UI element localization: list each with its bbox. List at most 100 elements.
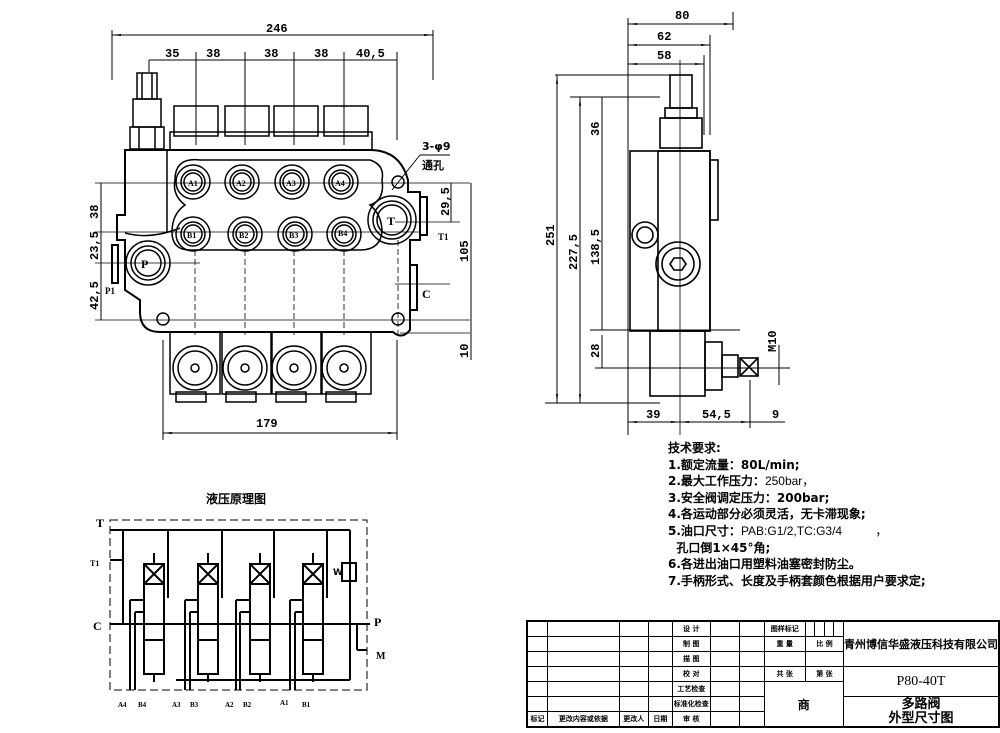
note-item: 7.手柄形式、长度及手柄套颜色根据用户要求定; xyxy=(668,573,926,590)
model-number: P80-40T xyxy=(842,666,1000,697)
note-item: 6.各进出油口用塑料油塞密封防尘。 xyxy=(668,556,926,573)
hydraulic-schematic: W T xyxy=(90,516,386,709)
port-label-p: P xyxy=(141,257,148,271)
dim-23-5-left: 23,5 xyxy=(88,231,102,260)
note-item: 2.最大工作压力：250bar， xyxy=(668,473,926,490)
port-label-a1: A1 xyxy=(188,179,198,188)
note-extra: PAB:G1/2,TC:G3/4 ， xyxy=(740,523,888,538)
port-label-p1: P1 xyxy=(105,286,115,296)
note-extra: 250bar， xyxy=(764,474,815,489)
dim-105-right: 105 xyxy=(458,240,472,262)
schematic-port-b3: B3 xyxy=(190,701,199,709)
dim-40-5: 40,5 xyxy=(356,47,385,61)
spring-label-w: W xyxy=(333,568,343,578)
merchant-label: 商 xyxy=(763,681,844,728)
schematic-label-c: C xyxy=(93,619,102,633)
dim-54-5: 54,5 xyxy=(702,408,731,422)
note-item: 孔口倒1×45°角; xyxy=(668,540,926,557)
dim-9: 9 xyxy=(772,408,779,422)
role-process-check: 工艺检查 xyxy=(672,681,711,697)
technical-requirements: 技术要求: 1.额定流量：80L/min; 2.最大工作压力：250bar， 3… xyxy=(668,440,926,589)
hole-note-spec: 3-φ9 xyxy=(422,140,450,153)
note-text: 各进出油口用塑料油塞密封防尘。 xyxy=(680,557,861,572)
schematic-label-m: M xyxy=(376,651,386,662)
schematic-title: 液压原理图 xyxy=(206,492,267,506)
front-view: 246 35 38 38 38 40,5 xyxy=(88,22,472,440)
note-num: 2. xyxy=(668,474,681,489)
dim-80: 80 xyxy=(675,9,689,23)
dim-58: 58 xyxy=(657,49,671,63)
note-item: 4.各运动部分必须灵活，无卡滞现象; xyxy=(668,506,926,523)
note-item: 1.额定流量：80L/min; xyxy=(668,457,926,474)
dim-246: 246 xyxy=(266,22,288,36)
mounting-hole xyxy=(156,312,170,326)
note-text: 油口尺寸： xyxy=(680,523,741,538)
dim-10-right: 10 xyxy=(458,344,472,358)
dim-42-5-left: 42,5 xyxy=(88,281,102,310)
note-num: 4. xyxy=(668,507,681,522)
port-label-a3: A3 xyxy=(286,179,296,188)
valve-body xyxy=(116,149,421,337)
drawing-title-line2: 外型尺寸图 xyxy=(888,710,954,726)
schematic-port-b2: B2 xyxy=(243,701,252,709)
role-drafting: 制 图 xyxy=(672,636,711,652)
footer-date: 日期 xyxy=(647,711,674,728)
dim-39: 39 xyxy=(646,408,660,422)
footer-mark: 标记 xyxy=(526,711,549,728)
role-design: 设 计 xyxy=(672,620,711,637)
note-text: 额定流量：80L/min; xyxy=(680,457,800,472)
note-item: 5.油口尺寸：PAB:G1/2,TC:G3/4 ， xyxy=(668,523,926,540)
schematic-label-p: P xyxy=(374,615,381,629)
note-text: 手柄形式、长度及手柄套颜色根据用户要求定; xyxy=(680,573,926,588)
relief-valve xyxy=(129,72,165,150)
thread-m10: M10 xyxy=(766,330,780,352)
drawing-mark-label: 图样标记 xyxy=(763,620,806,637)
dim-29-5-right: 29,5 xyxy=(439,187,453,216)
dim-38a: 38 xyxy=(206,47,220,61)
dim-35: 35 xyxy=(165,47,179,61)
drawing-title: 多路阀外型尺寸图 xyxy=(842,696,1000,728)
dim-38c: 38 xyxy=(314,47,328,61)
footer-change: 更改内容或依据 xyxy=(547,711,620,728)
port-label-b1: B1 xyxy=(187,231,196,240)
schematic-label-t: T xyxy=(96,516,104,530)
note-item: 3.安全阀调定压力：200bar; xyxy=(668,490,926,507)
port-label-c: C xyxy=(422,287,431,301)
port-label-b2: B2 xyxy=(239,231,248,240)
company-name: 青州博信华盛液压科技有限公司 xyxy=(842,620,1000,667)
note-num: 6. xyxy=(668,557,681,572)
port-label-b3: B3 xyxy=(289,231,298,240)
schematic-port-b4: B4 xyxy=(138,701,147,709)
dim-62: 62 xyxy=(657,30,671,44)
title-block: 设 计 图样标记 青州博信华盛液压科技有限公司 制 图 重 量 比 例 描 图 … xyxy=(526,620,1000,733)
port-label-t1: T1 xyxy=(438,232,449,242)
schematic-port-a1: A1 xyxy=(280,699,289,707)
weight-label: 重 量 xyxy=(763,636,806,652)
note-text: 安全阀调定压力：200bar; xyxy=(680,490,830,505)
sheet-no-label: 第 张 xyxy=(804,666,844,682)
port-b-row xyxy=(175,216,362,252)
mounting-hole xyxy=(391,175,405,189)
drawing-title-line1: 多路阀 xyxy=(901,696,941,712)
role-approve: 审 核 xyxy=(672,711,711,728)
dim-38b: 38 xyxy=(264,47,278,61)
dim-38-left: 38 xyxy=(88,205,102,219)
footer-changer: 更改人 xyxy=(618,711,649,728)
dim-227-5: 227,5 xyxy=(567,234,581,270)
role-standardization-check: 标准化检查 xyxy=(672,696,711,712)
hole-note-through: 通孔 xyxy=(422,159,444,172)
spool-ends-bottom xyxy=(169,331,372,403)
schematic-spools xyxy=(129,530,350,690)
note-text: 最大工作压力： xyxy=(680,474,765,489)
schematic-port-a3: A3 xyxy=(172,701,181,709)
side-body xyxy=(629,74,759,397)
schematic-port-a2: A2 xyxy=(225,701,234,709)
note-num: 1. xyxy=(668,457,681,472)
port-label-b4: B4 xyxy=(338,229,347,238)
note-num: 5. xyxy=(668,523,681,538)
schematic-port-a4: A4 xyxy=(118,701,127,709)
dim-179: 179 xyxy=(256,417,278,431)
note-num: 7. xyxy=(668,573,681,588)
scale-label: 比 例 xyxy=(804,636,844,652)
